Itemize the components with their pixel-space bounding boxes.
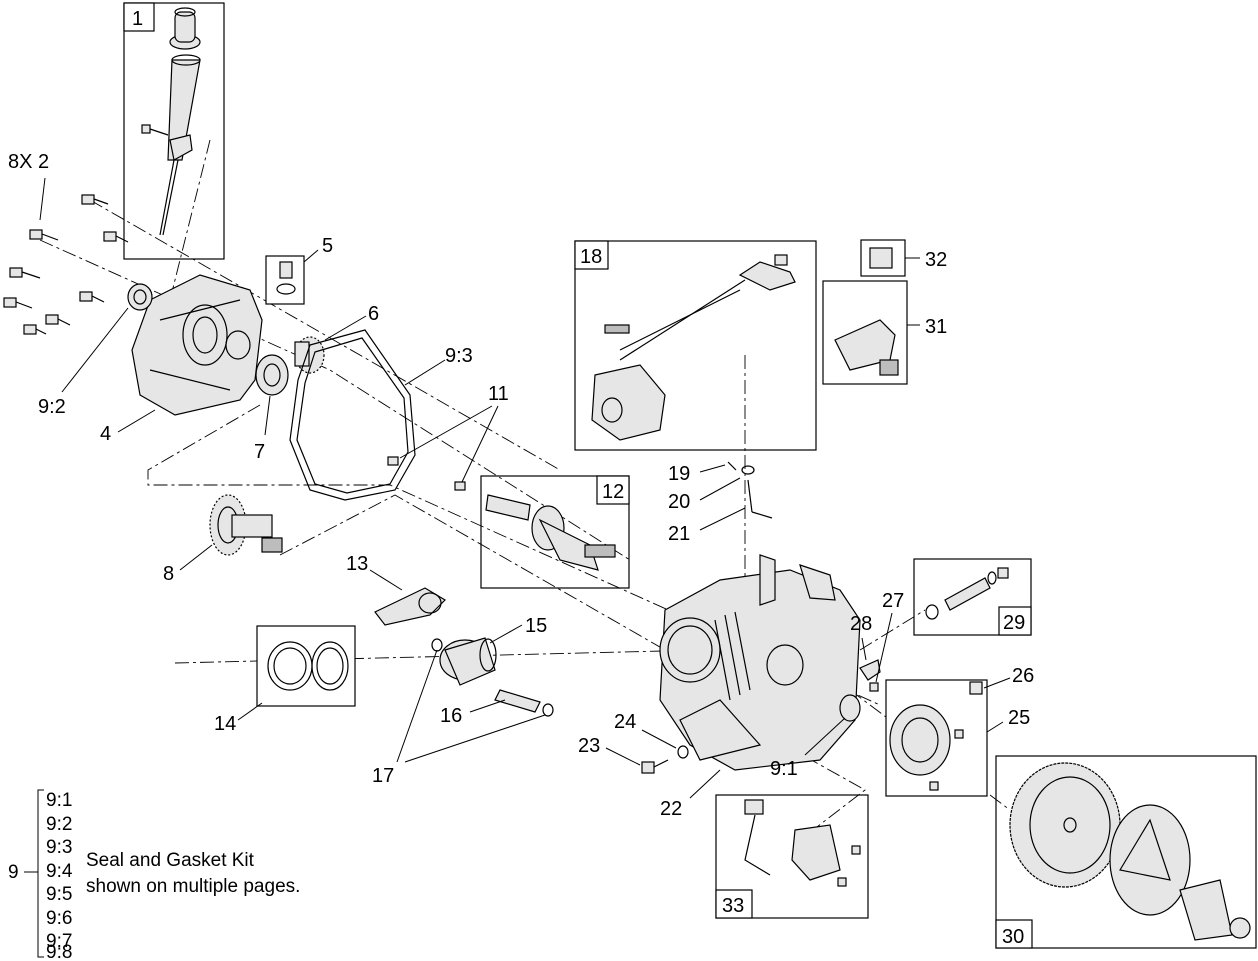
- bracket-icon: [859, 659, 881, 681]
- callout-16[interactable]: 16: [440, 705, 462, 727]
- legend-group-number: 9: [8, 862, 19, 883]
- cover-gasket: [289, 329, 416, 501]
- callout-9-2[interactable]: 9:2: [38, 396, 66, 418]
- box-1-dipstick: 1: [123, 2, 225, 260]
- legend-item: 9:8: [46, 942, 72, 961]
- callout-8[interactable]: 8: [163, 563, 174, 585]
- oil-seal-icon: [127, 283, 153, 311]
- dowel-pin-icon: [454, 481, 466, 491]
- box-27-shaft-assembly: 29: [913, 558, 1032, 636]
- box-18-carburetor-linkage: 18: [574, 240, 817, 451]
- callout-8x2[interactable]: 8X 2: [8, 151, 49, 173]
- box-14-piston-rings: [256, 625, 356, 707]
- box-29-charging-coil: [885, 679, 1004, 797]
- legend-description-line2: shown on multiple pages.: [86, 876, 300, 897]
- callout-12[interactable]: 12: [602, 481, 624, 503]
- dipstick-tube: [167, 59, 201, 161]
- callout-22[interactable]: 22: [660, 798, 682, 820]
- callout-24[interactable]: 24: [614, 711, 636, 733]
- piston: [439, 637, 497, 686]
- callout-9-3[interactable]: 9:3: [445, 345, 473, 367]
- callout-5[interactable]: 5: [322, 235, 333, 257]
- seal-gasket-kit-legend: 9 9:1 9:2 9:3 9:4 9:5 9:6 9:7 9:8 Seal a…: [8, 789, 300, 961]
- callout-29[interactable]: 25: [1008, 707, 1030, 729]
- dowel-pin-icon: [387, 456, 399, 466]
- connecting-rod: [374, 587, 446, 626]
- callout-4[interactable]: 4: [100, 423, 111, 445]
- piston-pin: [494, 689, 541, 713]
- callout-20[interactable]: 20: [668, 491, 690, 513]
- callout-7[interactable]: 7: [254, 441, 265, 463]
- crankcase-cover: [127, 274, 263, 416]
- callout-31[interactable]: 31: [925, 316, 947, 338]
- drain-plug-icon: [641, 759, 669, 774]
- nut-icon: [1229, 917, 1251, 939]
- box-5-governor: [265, 249, 319, 305]
- engine-block: [659, 554, 861, 771]
- circlip-icon: [431, 638, 443, 652]
- box-31-governor-control: [822, 280, 920, 385]
- legend-item: 9:1: [46, 790, 72, 811]
- bolt-icon: [141, 124, 169, 136]
- callout-32[interactable]: 32: [925, 249, 947, 271]
- callout-28[interactable]: 26: [1012, 665, 1034, 687]
- callout-9-1[interactable]: 9:1: [770, 758, 798, 780]
- callout-27[interactable]: 29: [1003, 612, 1025, 634]
- callout-14[interactable]: 14: [214, 713, 236, 735]
- callout-25[interactable]: 28: [850, 613, 872, 635]
- callout-6[interactable]: 6: [368, 303, 379, 325]
- callout-33[interactable]: 33: [722, 895, 744, 917]
- box-33-ignition-coil: 33: [715, 794, 869, 919]
- bolt-icon: [869, 682, 879, 692]
- callout-17[interactable]: 17: [372, 765, 394, 787]
- bolt-icon: [3, 194, 129, 335]
- box-12-crankshaft: 12: [480, 475, 630, 589]
- governor-arm-parts: [727, 461, 773, 519]
- callout-13[interactable]: 13: [346, 553, 368, 575]
- bearing-icon: [255, 354, 289, 396]
- oil-seal-icon: [839, 694, 861, 722]
- callout-11[interactable]: 11: [488, 383, 509, 405]
- legend-item: 9:7: [46, 931, 72, 952]
- callout-26[interactable]: 27: [882, 590, 904, 612]
- callout-23[interactable]: 23: [578, 735, 600, 757]
- legend-description-line1: Seal and Gasket Kit: [86, 850, 255, 871]
- legend-item: 9:5: [46, 884, 72, 905]
- camshaft-gear: [209, 494, 283, 556]
- callout-1[interactable]: 1: [132, 8, 143, 30]
- circlip-icon: [542, 703, 554, 717]
- callout-30[interactable]: 30: [1002, 926, 1024, 948]
- callout-18[interactable]: 18: [580, 246, 602, 268]
- legend-item: 9:4: [46, 861, 73, 882]
- box-30-flywheel: 30: [995, 755, 1257, 949]
- washer-icon: [677, 745, 689, 759]
- callout-15[interactable]: 15: [525, 615, 547, 637]
- legend-item: 9:6: [46, 908, 72, 929]
- cover-bolts: 8X 2: [3, 151, 129, 335]
- callout-19[interactable]: 19: [668, 463, 690, 485]
- callout-21[interactable]: 21: [668, 523, 690, 545]
- box-32-switch: [860, 239, 920, 277]
- legend-item: 9:3: [46, 837, 72, 858]
- legend-item: 9:2: [46, 814, 72, 835]
- dipstick-cap-icon: [169, 7, 201, 50]
